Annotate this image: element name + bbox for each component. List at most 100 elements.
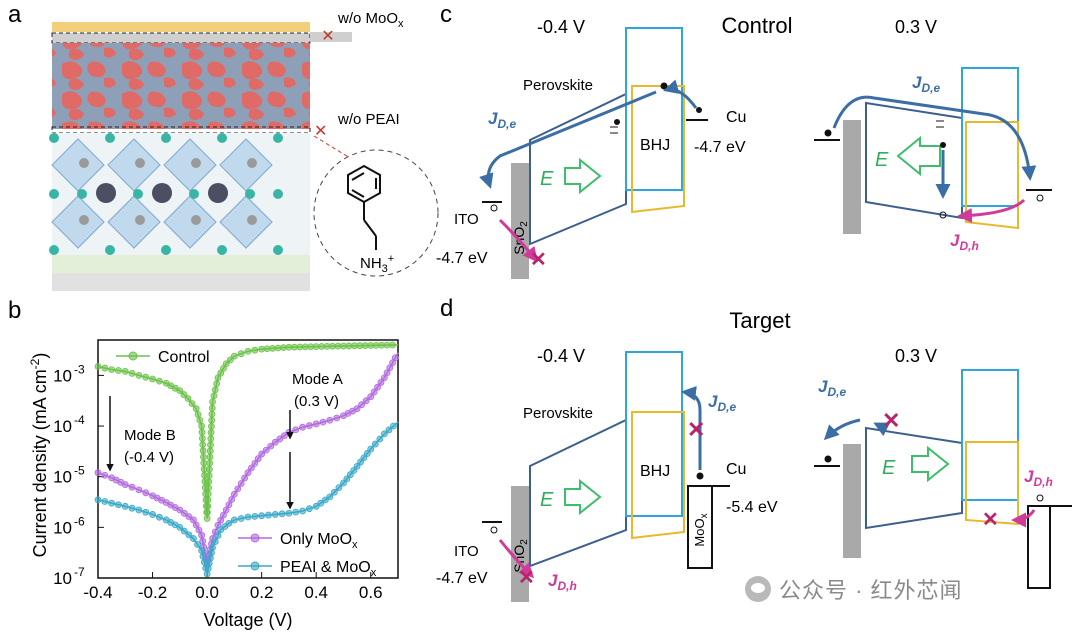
y-tick-exponent: -3: [74, 362, 85, 376]
x-tick-label: 0.2: [250, 583, 274, 602]
data-point: [115, 367, 122, 374]
jde-label-d: JD,e: [708, 392, 736, 414]
b-site-atom: [79, 215, 89, 225]
data-point: [244, 347, 252, 355]
jdh-label-right: JD,h: [950, 231, 979, 253]
sno2-bar-d-right: [843, 444, 861, 558]
legend-label: Control: [158, 349, 210, 366]
data-point: [241, 474, 248, 482]
jdh-label-d-right: JD,h: [1024, 467, 1053, 489]
data-point: [185, 513, 193, 521]
data-point: [371, 440, 379, 448]
y-tick-label: 10: [53, 569, 72, 588]
data-point: [205, 465, 213, 473]
x-site-atom: [105, 133, 115, 143]
data-point: [208, 416, 216, 424]
data-point: [205, 484, 212, 492]
data-point: [108, 366, 116, 374]
data-point: [142, 508, 150, 516]
cu-label: Cu: [726, 109, 746, 126]
data-point: [198, 531, 206, 539]
data-point: [211, 538, 219, 545]
data-point: [377, 379, 385, 386]
blocked-cross-icon: ✕: [530, 249, 547, 271]
data-point: [380, 430, 388, 438]
panel-c-left-bias: -0.4 V: [537, 17, 585, 37]
electron-dot: [696, 107, 702, 113]
data-point: [180, 527, 188, 535]
data-point: [222, 360, 230, 368]
data-point: [194, 541, 201, 548]
x-site-atom: [161, 245, 171, 255]
data-point: [176, 523, 184, 531]
data-point: [285, 428, 293, 436]
data-point: [207, 441, 214, 449]
data-point: [195, 526, 203, 534]
data-point: [210, 392, 218, 400]
bhj-cyan-band-d-right: [961, 369, 1019, 501]
a-site-cation: [152, 183, 172, 203]
y-tick-exponent: -4: [74, 413, 85, 427]
data-point: [265, 511, 272, 519]
hole-dot-d: [490, 526, 498, 534]
data-point: [267, 442, 275, 450]
electron-dot-d: [696, 472, 704, 480]
data-point: [353, 405, 361, 413]
data-point: [94, 469, 102, 477]
data-point: [209, 398, 216, 406]
jdh-arrow-d-right: [1011, 509, 1036, 528]
ito-label: ITO: [454, 211, 479, 228]
panel-d-right-bias: 0.3 V: [895, 346, 937, 366]
data-point: [208, 410, 216, 418]
data-point: [376, 435, 384, 443]
octahedron: [107, 195, 161, 249]
data-point: [192, 521, 200, 529]
hole-dot-d-right: [1036, 494, 1044, 502]
bhj-yellow-band-d: [631, 411, 685, 540]
x-site-atom: [273, 245, 283, 255]
b-site-atom: [247, 215, 257, 225]
data-point: [94, 363, 102, 370]
b-site-atom: [191, 215, 201, 225]
octahedron: [51, 195, 105, 249]
perovskite-band-d-right: [865, 426, 963, 530]
data-point: [198, 547, 206, 554]
data-point: [330, 488, 338, 496]
data-point: [198, 422, 206, 430]
data-point: [206, 447, 214, 455]
data-point: [228, 496, 236, 503]
cu-level-label-d: -5.4 eV: [726, 499, 778, 516]
legend-marker: [250, 533, 260, 543]
data-point: [121, 481, 129, 488]
hole-arrow-d: [498, 539, 535, 579]
bhj-cyan-band-right: [961, 67, 1019, 207]
data-point: [180, 391, 188, 398]
data-point: [211, 386, 219, 394]
b-site-atom: [247, 158, 257, 168]
x-site-atom: [49, 245, 59, 255]
a-site-cation: [96, 183, 116, 203]
sno2-layer: [52, 255, 310, 273]
jdh-label-d: JD,h: [548, 571, 577, 593]
panel-c-label: c: [440, 1, 452, 28]
data-point: [225, 501, 233, 509]
y-tick-label: 10: [53, 366, 72, 385]
chart-y-axis-label: Current density (mA cm-2): [28, 353, 50, 558]
data-point: [237, 480, 245, 487]
data-point: [317, 499, 325, 507]
panel-d: d Target -0.4 V 0.3 V SnO2 BHJ Perovskit…: [436, 295, 1072, 602]
data-point: [217, 516, 225, 524]
data-point: [299, 507, 306, 515]
data-point: [207, 429, 215, 436]
data-point: [184, 395, 192, 402]
data-point: [367, 393, 375, 401]
field-arrow-icon-right: [896, 135, 941, 177]
x-tick-label: -0.4: [83, 583, 112, 602]
data-point: [101, 498, 109, 505]
mode-b-label: Mode B: [124, 427, 176, 444]
data-point: [299, 423, 306, 431]
jdh-blocked-cross-right: ✕: [982, 509, 999, 531]
data-point: [190, 535, 197, 542]
data-point: [205, 478, 213, 486]
